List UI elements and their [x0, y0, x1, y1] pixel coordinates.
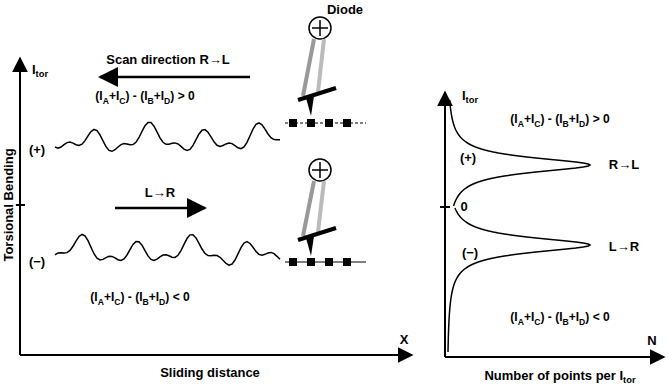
cantilever-bottom	[285, 159, 366, 266]
axis-label: (+)	[28, 143, 46, 157]
axis-label: X	[399, 333, 410, 347]
axis-label: Sliding distance	[159, 366, 261, 380]
axis-label: (+)	[459, 151, 477, 165]
axis-label: Diode	[326, 3, 364, 17]
axis-label: L→R	[608, 240, 640, 254]
axis-label: R→L	[608, 158, 640, 172]
formula-label: (IA+IC) - (IB+ID) > 0	[509, 113, 610, 126]
axis-label: (−)	[461, 246, 479, 260]
x-axis	[20, 354, 412, 356]
scan-arrow	[115, 207, 205, 210]
formula-label: (IA+IC) - (IB+ID) < 0	[89, 291, 190, 304]
zero-tick	[15, 204, 25, 206]
formula-label: (IA+IC) - (IB+ID) < 0	[509, 311, 610, 324]
axis-label: L→R	[144, 186, 176, 200]
axis-label: 0	[459, 200, 468, 214]
axis-label: Scan direction R→L	[105, 53, 231, 67]
torsion-trace	[55, 234, 280, 265]
formula-label: (IA+IC) - (IB+ID) > 0	[94, 90, 195, 103]
axis-label: Itor	[461, 89, 479, 103]
cantilever-top	[285, 17, 366, 127]
x-axis	[445, 356, 664, 358]
zero-tick	[440, 206, 450, 208]
torsion-trace	[55, 122, 280, 151]
y-axis	[19, 58, 21, 355]
axis-label: Torsional Bending	[2, 147, 16, 262]
distribution-curve	[448, 208, 590, 352]
axis-label: N	[646, 334, 657, 348]
y-axis	[444, 92, 446, 357]
axis-label: Number of points per Itor	[483, 369, 636, 383]
axis-label: (−)	[28, 255, 46, 269]
axis-label: Itor	[31, 63, 49, 77]
scan-arrow	[100, 76, 250, 79]
